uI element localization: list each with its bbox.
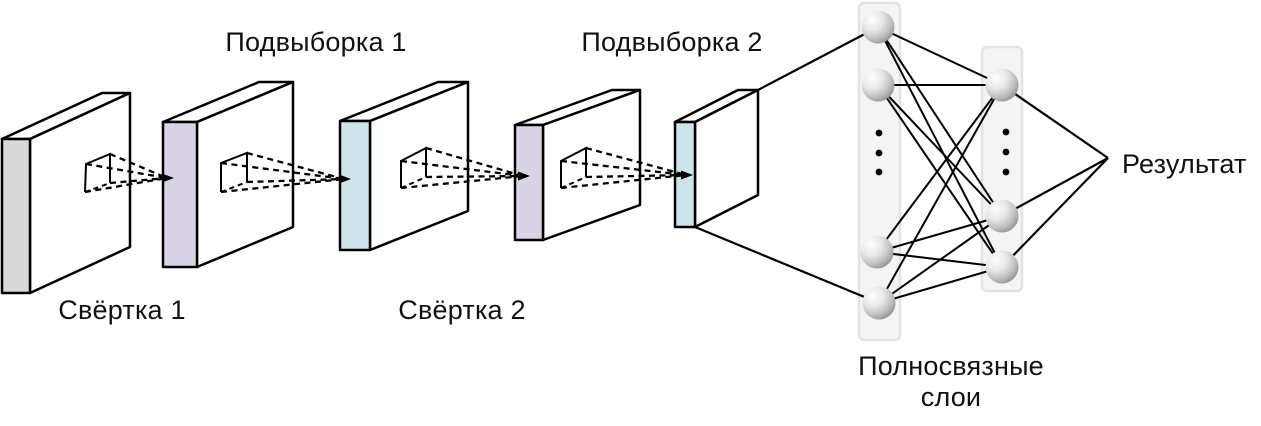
label-fully-connected-layers: Полносвязные слои — [858, 351, 1044, 413]
label-convolution-2: Свёртка 2 — [398, 295, 526, 325]
fc-layer-1-neurons — [860, 10, 896, 320]
label-result: Результат — [1122, 149, 1247, 179]
slab-feature-map-2 — [338, 80, 470, 252]
fc-layer-2-neurons — [985, 68, 1019, 284]
slab-front-strip — [0, 137, 32, 295]
arrowhead-icon — [681, 170, 693, 180]
neuron — [985, 250, 1019, 284]
fc-layer-2-panel — [980, 45, 1024, 293]
neuron — [862, 286, 896, 320]
label-fc-line-2: слои — [920, 382, 982, 413]
label-subsampling-2: Подвыборка 2 — [581, 27, 763, 57]
output-lines — [1001, 84, 1109, 268]
receptive-field-cone-3 — [400, 146, 530, 190]
slab-front-strip — [513, 123, 545, 242]
flatten-fan-lines — [694, 26, 880, 305]
arrowhead-icon — [339, 174, 351, 184]
ellipsis-dots-icon — [875, 129, 883, 176]
receptive-field-cone-1 — [84, 152, 174, 194]
arrowhead-icon — [518, 171, 530, 181]
neuron — [985, 199, 1019, 233]
arrowhead-icon — [162, 173, 174, 183]
label-convolution-1: Свёртка 1 — [58, 295, 186, 325]
receptive-field-cone-2 — [220, 151, 351, 194]
ellipsis-dots-icon — [1002, 128, 1010, 176]
slab-front-strip — [161, 120, 199, 269]
fc-connection-lines — [876, 26, 1003, 304]
neuron — [860, 235, 894, 269]
neuron — [861, 10, 895, 44]
slab-feature-map-1 — [161, 80, 295, 269]
label-fc-line-1: Полносвязные — [858, 351, 1044, 381]
neuron — [861, 68, 895, 102]
slab-feature-map-3 — [513, 88, 642, 242]
receptive-field-cone-4 — [560, 146, 693, 190]
neuron — [985, 68, 1019, 102]
slab-front-strip — [338, 119, 372, 252]
slab-feature-map-4 — [673, 88, 760, 229]
label-subsampling-1: Подвыборка 1 — [225, 27, 407, 57]
slab-input-map — [0, 91, 132, 295]
